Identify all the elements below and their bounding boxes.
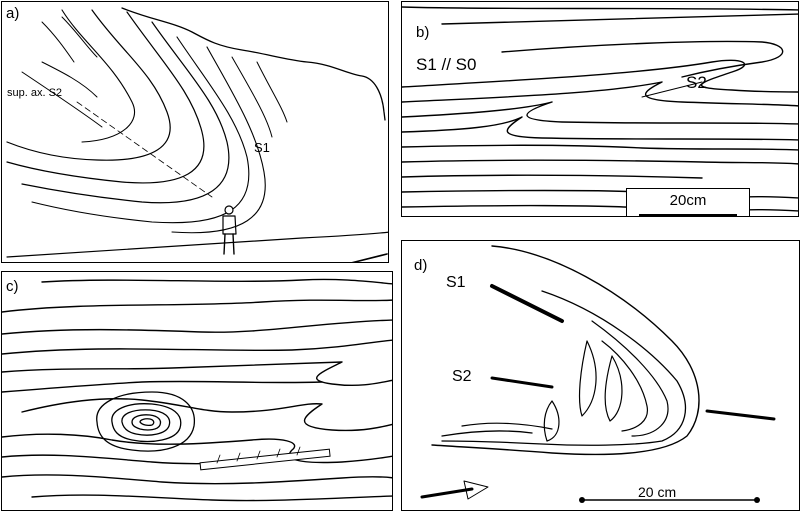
panel-b: b) S1 // S0 S2 20cm	[401, 1, 799, 217]
scale-bar-d-text: 20 cm	[638, 484, 676, 500]
panel-d-sketch: S1 S2 20 cm	[420, 245, 776, 503]
panel-c-sketch	[2, 278, 392, 502]
panel-a: a) sup. ax. S2 S1	[1, 1, 389, 263]
s1-cleavage-label: S1	[254, 140, 270, 155]
panel-d-label: d)	[414, 257, 428, 274]
axial-surface-label: sup. ax. S2	[7, 87, 62, 99]
panel-b-label: b)	[416, 24, 430, 41]
scale-bar-b-text: 20cm	[669, 192, 707, 209]
panel-b-sketch: S1 // S0 S2	[402, 6, 798, 212]
ruler-scale	[199, 446, 331, 471]
panel-c-label: c)	[6, 278, 19, 295]
panel-c: c)	[1, 271, 393, 511]
scale-bar-b-line	[639, 214, 737, 216]
panel-a-label: a)	[6, 5, 20, 22]
panel-d: d) S1 S2 20 cm	[401, 240, 800, 511]
s1-label: S1	[446, 274, 466, 291]
scale-bar-b: 20cm	[626, 188, 750, 216]
s2-label: S2	[686, 73, 707, 92]
s2-label-d: S2	[452, 368, 472, 385]
panel-a-sketch: sup. ax. S2 S1	[6, 7, 388, 262]
s1-parallel-s0-label: S1 // S0	[416, 55, 476, 74]
person-figure	[222, 205, 237, 255]
